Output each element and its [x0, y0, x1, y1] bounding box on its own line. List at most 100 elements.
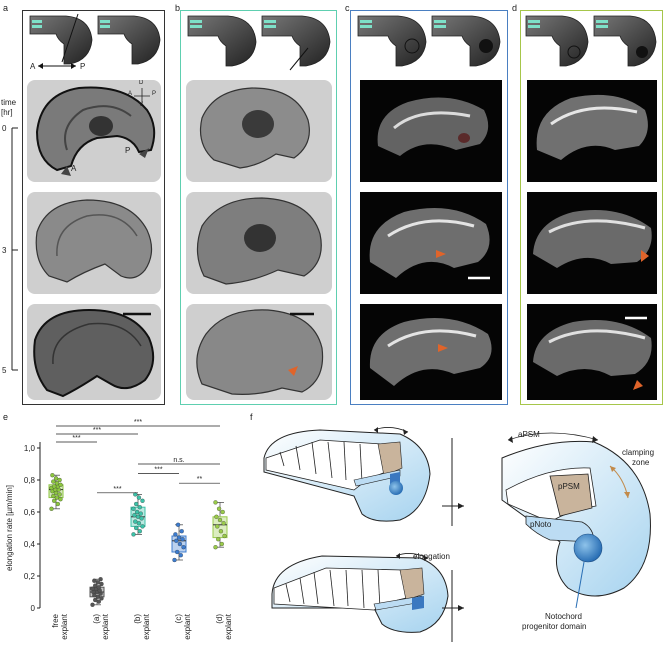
data-point [175, 549, 180, 555]
y-tick-label: 0,6 [24, 508, 36, 517]
compass-icon [134, 88, 150, 104]
panel-d-frame [520, 10, 663, 405]
ap-axis-arrow [38, 63, 76, 69]
x-tick-label: (a) [92, 614, 101, 624]
arrow-label-p: P [125, 146, 131, 155]
data-point [174, 538, 179, 543]
data-point [57, 492, 62, 497]
data-point [138, 511, 143, 516]
photo-d-t0 [527, 80, 657, 182]
data-point [219, 541, 224, 547]
data-point [55, 501, 60, 507]
data-point [58, 482, 63, 487]
data-point [99, 596, 104, 601]
data-point [93, 583, 98, 588]
data-point [135, 514, 141, 519]
x-tick-label: (b) [133, 614, 142, 624]
arrow-label-a: A [71, 164, 77, 173]
photo-d-t5 [527, 304, 657, 400]
data-point [131, 506, 136, 511]
x-tick-label: explant [101, 613, 110, 640]
data-point [222, 533, 227, 539]
label-elongation: elongation [413, 552, 450, 561]
data-point [134, 525, 139, 531]
x-tick-label: (c) [174, 614, 183, 624]
significance-label: *** [113, 486, 121, 493]
significance-label: *** [93, 427, 101, 434]
data-point [50, 473, 55, 478]
data-point [133, 492, 138, 497]
embryo-diagram-top [263, 427, 431, 522]
data-point [213, 545, 218, 550]
label-zone: zone [632, 458, 650, 467]
schematic-c [357, 15, 501, 67]
significance-label: n.s. [173, 457, 184, 464]
data-point [137, 505, 142, 510]
data-point [98, 577, 103, 582]
data-point [99, 581, 104, 587]
data-point [221, 521, 226, 526]
data-point [220, 509, 225, 515]
time-tick-5: 5 [2, 366, 7, 375]
data-point [178, 553, 183, 558]
data-point [49, 506, 54, 511]
panel-b-frame [180, 10, 337, 405]
data-point [140, 498, 145, 503]
photo-a-t5 [27, 304, 161, 400]
data-point [51, 493, 56, 499]
embryo-diagram-detail [501, 432, 651, 609]
data-point [133, 519, 138, 524]
photo-c-t3 [360, 192, 502, 294]
panel-label-c: c [345, 3, 350, 13]
panel-c-frame [350, 10, 508, 405]
data-point [181, 545, 186, 550]
data-point [139, 516, 144, 521]
data-point [137, 529, 142, 534]
data-point [134, 501, 139, 507]
time-axis [11, 127, 18, 371]
significance-label: *** [154, 467, 162, 474]
photo-a-t0: A P D V A P [27, 80, 161, 182]
photo-c-t5 [360, 304, 502, 400]
significance-label: ** [197, 476, 203, 483]
data-point [140, 524, 145, 529]
photo-a-t3 [27, 192, 161, 294]
embryo-diagram-bottom [271, 553, 449, 633]
data-point [52, 498, 57, 503]
data-point [90, 602, 95, 607]
time-label: time [1, 98, 17, 107]
photo-b-t3 [186, 192, 332, 294]
data-point [53, 476, 59, 481]
label-pnoto: pNoto [530, 520, 552, 529]
compass-v: V [139, 102, 144, 108]
y-tick-label: 0 [31, 604, 36, 613]
label-clamping: clamping [622, 448, 655, 457]
schematic-a [29, 13, 161, 65]
data-point [217, 517, 223, 523]
x-tick-label: explant [224, 613, 233, 640]
data-point [175, 522, 181, 527]
data-point [177, 541, 183, 547]
label-notochord: Notochord [545, 612, 582, 621]
data-point [218, 529, 224, 534]
y-tick-label: 0,2 [24, 572, 36, 581]
panel-label-a: a [3, 3, 9, 13]
data-point [134, 509, 140, 515]
data-point [51, 479, 56, 484]
x-tick-label: (d) [215, 614, 224, 624]
schematic-b [187, 15, 331, 71]
label-apsm: aPSM [518, 430, 540, 439]
data-point [96, 585, 101, 590]
data-point [131, 532, 136, 537]
photo-c-t0 [360, 80, 502, 182]
significance-label: *** [72, 435, 80, 442]
data-point [136, 521, 142, 526]
panel-label-d: d [512, 3, 518, 13]
y-tick-label: 1,0 [24, 444, 36, 453]
data-point [214, 514, 219, 519]
data-point [215, 524, 220, 529]
axis-label-a: A [30, 62, 36, 71]
x-tick-label: explant [183, 613, 192, 640]
y-axis-label: elongation rate [µm/min] [5, 485, 14, 571]
